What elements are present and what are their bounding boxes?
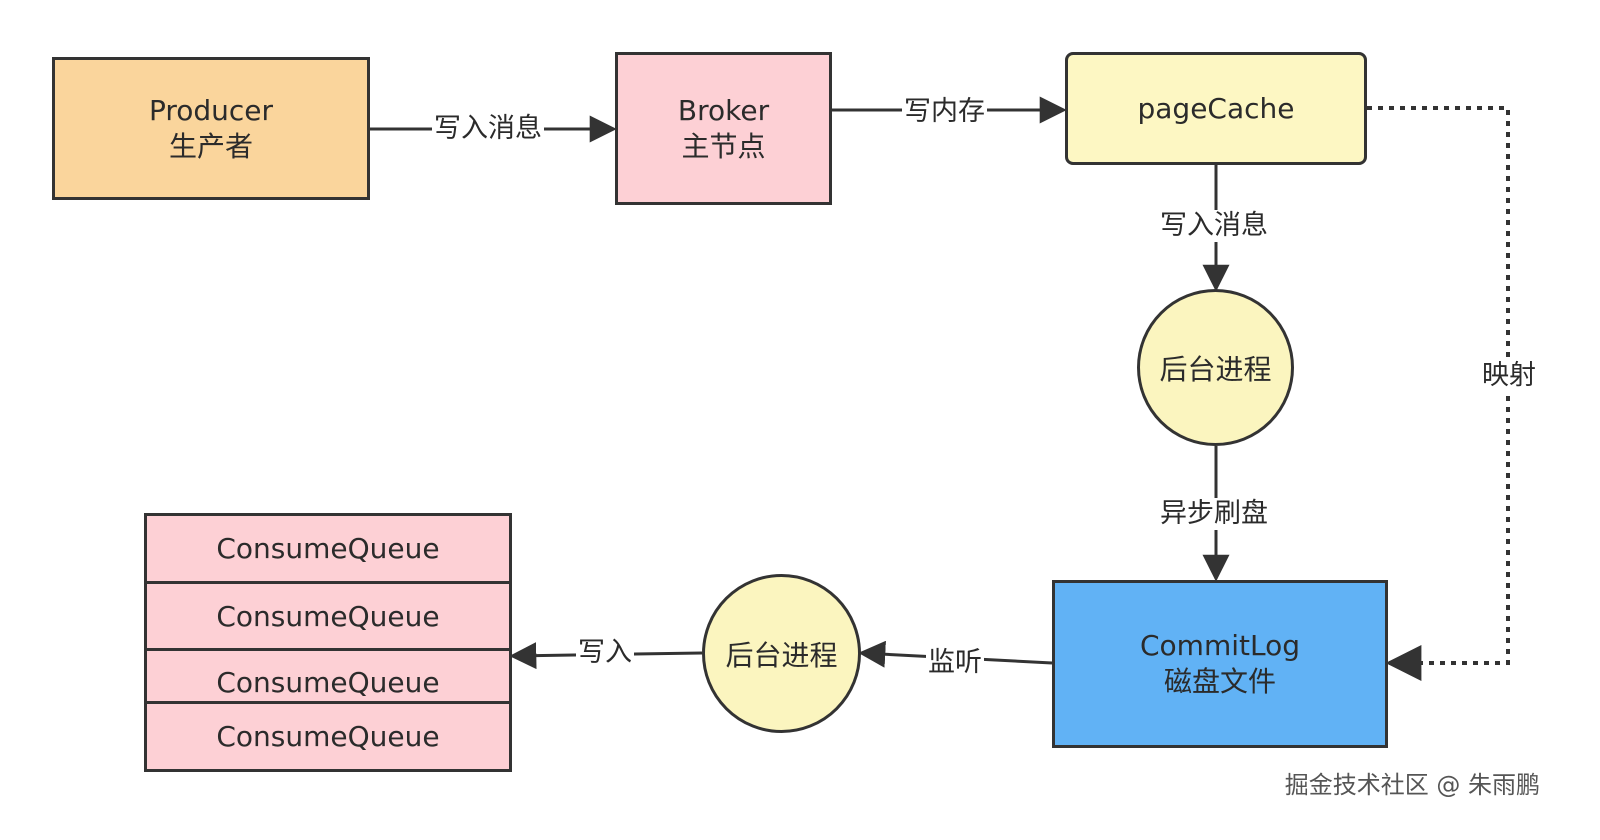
consume-queue-label: ConsumeQueue bbox=[216, 666, 440, 699]
edge-label-process-commitlog: 异步刷盘 bbox=[1158, 498, 1270, 530]
commitlog-subtitle: 磁盘文件 bbox=[1163, 665, 1276, 698]
edge-label-mapping: 映射 bbox=[1480, 360, 1538, 392]
consume-queue-label: ConsumeQueue bbox=[216, 599, 440, 633]
consume-queue-label: ConsumeQueue bbox=[216, 532, 440, 565]
edge-label-pagecache-process: 写入消息 bbox=[1158, 210, 1270, 242]
producer-subtitle: 生产者 bbox=[168, 129, 253, 163]
producer-title: Producer bbox=[148, 93, 274, 127]
pagecache-title: pageCache bbox=[1137, 91, 1295, 125]
edge-label-producer-broker: 写入消息 bbox=[432, 113, 544, 145]
consume-queue-row: ConsumeQueue bbox=[144, 648, 512, 704]
watermark: 掘金技术社区 @ 朱雨鹏 bbox=[1284, 771, 1540, 799]
consume-queue-label: ConsumeQueue bbox=[216, 720, 440, 753]
edge-label-commitlog-process: 监听 bbox=[926, 647, 984, 679]
broker-node: Broker 主节点 bbox=[615, 52, 832, 205]
edge-label-process-queue: 写入 bbox=[576, 637, 634, 669]
commitlog-title: CommitLog bbox=[1139, 629, 1300, 662]
broker-title: Broker bbox=[677, 93, 770, 127]
pagecache-node: pageCache bbox=[1065, 52, 1367, 165]
consume-queue-row: ConsumeQueue bbox=[144, 513, 512, 584]
background-process-left: 后台进程 bbox=[702, 574, 861, 733]
commitlog-node: CommitLog 磁盘文件 bbox=[1052, 580, 1388, 748]
consume-queue-row: ConsumeQueue bbox=[144, 701, 512, 772]
broker-subtitle: 主节点 bbox=[681, 129, 766, 163]
edge-label-broker-pagecache: 写内存 bbox=[902, 96, 987, 128]
producer-node: Producer 生产者 bbox=[52, 57, 370, 200]
background-process-left-label: 后台进程 bbox=[725, 638, 838, 672]
background-process-right: 后台进程 bbox=[1137, 289, 1294, 446]
background-process-right-label: 后台进程 bbox=[1159, 352, 1272, 386]
consume-queue-row: ConsumeQueue bbox=[144, 581, 512, 651]
